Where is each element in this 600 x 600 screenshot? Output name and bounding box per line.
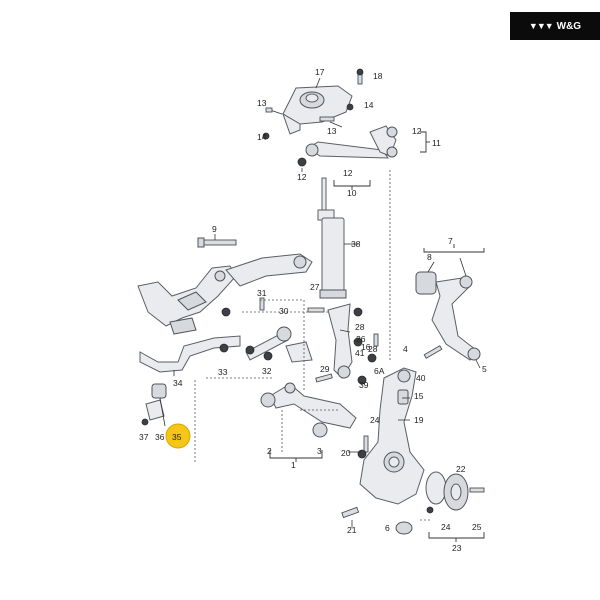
callout-17: 17 — [315, 67, 325, 77]
callout-8: 8 — [427, 252, 432, 262]
callout-18: 18 — [373, 71, 383, 81]
stabilizer-bar — [139, 317, 241, 373]
mount-bolts — [262, 68, 364, 140]
misc-fasteners — [341, 435, 434, 535]
callout-4: 4 — [403, 344, 408, 354]
callout-30: 30 — [279, 306, 289, 316]
callout-28b: 28 — [368, 344, 378, 354]
wheel-hub — [425, 471, 485, 511]
callout-37: 37 — [139, 432, 149, 442]
assembly-guide-lines — [194, 170, 430, 521]
callout-9: 9 — [212, 224, 217, 234]
callout-32: 32 — [262, 366, 272, 376]
strut-top-mount — [282, 85, 353, 135]
callout-10: 10 — [347, 188, 357, 198]
callout-22: 22 — [456, 464, 466, 474]
brand-logo-text: W&G — [556, 20, 582, 32]
lower-transverse-link — [327, 303, 353, 379]
stabilizer-bushing — [141, 383, 167, 426]
callout-38: 38 — [351, 239, 361, 249]
callout-31: 31 — [257, 288, 267, 298]
part-35-highlight — [165, 423, 191, 449]
leader-lines — [159, 77, 481, 528]
callout-25: 25 — [472, 522, 482, 532]
callout-12c: 12 — [343, 168, 353, 178]
callout-14b: 14 — [364, 100, 374, 110]
subframe — [137, 253, 313, 327]
callout-6a: 6A — [374, 366, 385, 376]
callout-16: 16 — [361, 342, 371, 352]
callout-7: 7 — [448, 236, 453, 246]
callout-1: 1 — [291, 460, 296, 470]
callout-15: 15 — [414, 391, 424, 401]
callout-3: 3 — [317, 446, 322, 456]
wheel-bearing-housing — [359, 367, 425, 505]
callout-27: 27 — [310, 282, 320, 292]
front-upper-wishbone — [415, 271, 481, 361]
link-fasteners — [353, 307, 379, 385]
bolt-9 — [197, 237, 237, 248]
callout-11: 11 — [432, 138, 441, 148]
callout-34: 34 — [173, 378, 183, 388]
callout-19: 19 — [414, 415, 424, 425]
grouping-brackets — [269, 131, 485, 542]
callout-6: 6 — [385, 523, 390, 533]
callout-12b: 12 — [297, 172, 307, 182]
shock-absorber — [317, 177, 358, 299]
callout-33: 33 — [218, 367, 228, 377]
callout-13a: 13 — [257, 98, 267, 108]
upper-control-arm — [297, 125, 398, 167]
callout-13b: 13 — [327, 126, 337, 136]
callout-35: 35 — [172, 432, 182, 442]
callout-40: 40 — [416, 373, 426, 383]
brand-logo: ▼▼▼ W&G — [510, 12, 600, 40]
callout-labels: 1 2 3 4 5 6 6A 7 8 9 10 11 12 12 12 13 1… — [139, 67, 487, 553]
callout-36: 36 — [155, 432, 165, 442]
lower-wishbone — [260, 382, 357, 438]
callout-23: 23 — [452, 543, 462, 553]
callout-28a: 28 — [355, 322, 365, 332]
callout-2: 2 — [267, 446, 272, 456]
tie-rod-link — [285, 307, 333, 383]
callout-12a: 12 — [412, 126, 422, 136]
callout-5: 5 — [482, 364, 487, 374]
callout-20: 20 — [341, 448, 351, 458]
callout-24a: 24 — [370, 415, 380, 425]
callout-24b: 24 — [441, 522, 451, 532]
callout-29: 29 — [320, 364, 330, 374]
callout-39: 39 — [359, 380, 369, 390]
callout-21: 21 — [347, 525, 357, 535]
coupling-rod — [219, 297, 292, 361]
callout-41: 41 — [355, 348, 365, 358]
callout-14a: 14 — [257, 132, 267, 142]
callout-26: 26 — [356, 334, 366, 344]
brand-mark-icon: ▼▼▼ — [528, 21, 554, 31]
